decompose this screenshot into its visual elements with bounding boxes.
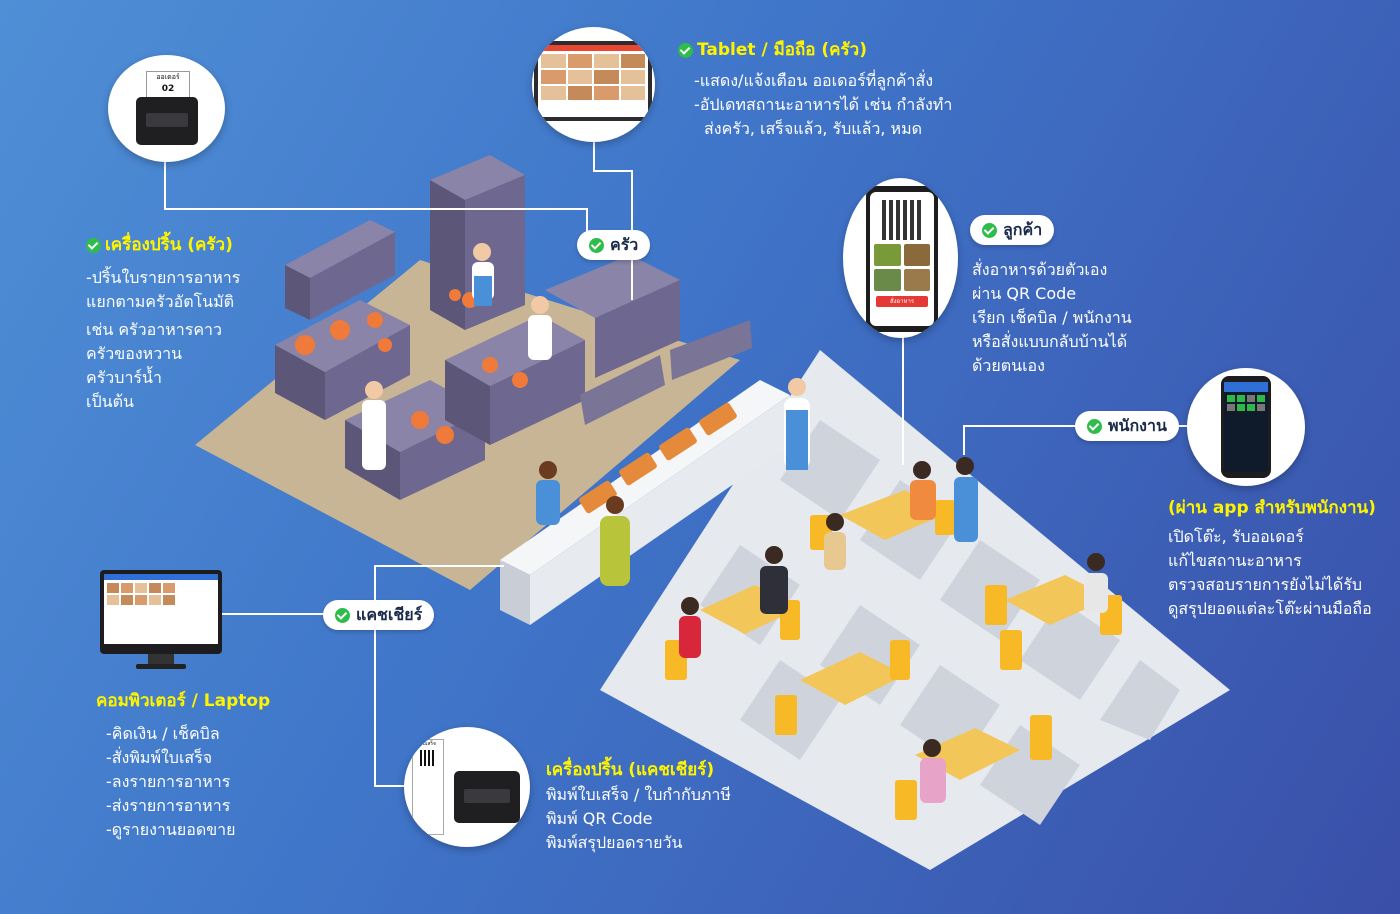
staff-phone-circle [1187,368,1305,486]
staff-app-text: (ผ่าน app สำหรับพนักงาน) เปิดโต๊ะ, รับออ… [1168,495,1376,621]
computer-monitor-icon [100,570,222,670]
kitchen-printer-icon [136,97,198,145]
qr-code-icon [882,200,922,240]
dining-floor [600,350,1230,870]
cashier-printer-title: เครื่องปริ้น (แคชเชียร์) [546,760,715,780]
staff-app-line: ตรวจสอบรายการยังไม่ได้รับ [1168,575,1363,594]
people-figures [536,378,1108,803]
dining-chairs [665,500,1122,820]
kitchen-badge: ครัว [577,230,651,260]
kitchen-badge-label: ครัว [610,234,639,254]
tablet-line: -อัปเดทสถานะอาหารได้ เช่น กำลังทำ [694,95,953,114]
receipt-icon: ใบเสร็จ [412,739,444,835]
kitchen-printer-line: ครัวของหวาน [86,344,183,363]
customer-text: สั่งอาหารด้วยตัวเอง ผ่าน QR Code เรียก เ… [972,258,1132,378]
check-icon [982,222,997,238]
computer-line: -สั่งพิมพ์ใบเสร็จ [106,748,213,767]
phone-order-button: สั่งอาหาร [876,296,928,307]
cashier-printer-line: พิมพ์ใบเสร็จ / ใบกำกับภาษี [546,785,731,804]
kitchen-ticket-label: ออเดอร์ [156,73,180,81]
connector-kitchen-printer [164,160,166,210]
service-counter-side [500,560,530,625]
kitchen-ticket: ออเดอร์ 02 [146,71,190,101]
staff-phone-icon [1221,376,1271,478]
tablet-line: ส่งครัว, เสร็จแล้ว, รับแล้ว, หมด [704,119,923,138]
computer-text: คอมพิวเตอร์ / Laptop -คิดเงิน / เช็คบิล … [96,688,270,842]
check-icon [589,237,604,253]
kitchen-ticket-number: 02 [161,84,175,94]
cashier-printer-line: พิมพ์สรุปยอดรายวัน [546,833,683,852]
tablet-text: Tablet / มือถือ (ครัว) -แสดง/แจ้งเตือน อ… [678,37,952,141]
tablet-line: -แสดง/แจ้งเตือน ออเดอร์ที่ลูกค้าสั่ง [694,71,934,90]
cashier-printer-text: เครื่องปริ้น (แคชเชียร์) พิมพ์ใบเสร็จ / … [546,757,731,855]
receipt-label: ใบเสร็จ [420,741,436,747]
check-icon [678,42,693,58]
staff-app-line: เปิดโต๊ะ, รับออเดอร์ [1168,527,1304,546]
staff-app-title: (ผ่าน app สำหรับพนักงาน) [1168,498,1376,518]
kitchen-printer-line: ครัวบาร์น้ำ [86,368,162,387]
customer-line: ด้วยตนเอง [972,356,1045,375]
computer-line: -ดูรายงานยอดขาย [106,820,236,839]
customer-badge-label: ลูกค้า [1003,219,1043,239]
staff-badge-label: พนักงาน [1108,415,1167,435]
check-icon [335,607,350,623]
customer-line: ผ่าน QR Code [972,284,1077,303]
connector-staff-h [963,425,1078,427]
service-counter-front [530,395,790,625]
cashier-badge-label: แคชเชียร์ [356,604,423,624]
customer-line: สั่งอาหารด้วยตัวเอง [972,260,1108,279]
connector-staff-v [963,425,965,455]
computer-title: คอมพิวเตอร์ / Laptop [96,691,271,711]
staff-app-line: ดูสรุปยอดแต่ละโต๊ะผ่านมือถือ [1168,599,1372,618]
kitchen-printer-line: เช่น ครัวอาหารคาว [86,320,223,339]
check-icon [86,237,101,253]
kitchen-printer-line: เป็นต้น [86,392,134,411]
customer-line: หรือสั่งแบบกลับบ้านได้ [972,332,1128,351]
chef-figures [362,243,552,470]
tablet-circle [532,27,655,142]
customer-phone-circle: สั่งอาหาร [843,178,958,338]
computer-line: -คิดเงิน / เช็คบิล [106,724,220,743]
cashier-printer-icon [454,771,520,823]
connector-kitchen-printer-h [164,208,588,210]
kitchen-printer-text: เครื่องปริ้น (ครัว) -ปริ้นใบรายการอาหาร … [86,232,240,414]
staff-badge: พนักงาน [1075,411,1179,441]
connector-customer [902,335,904,465]
check-icon [1087,418,1102,434]
kitchen-printer-title: เครื่องปริ้น (ครัว) [105,235,233,255]
customer-line: เรียก เช็คบิล / พนักงาน [972,308,1132,327]
qr-phone-icon: สั่งอาหาร [866,186,938,332]
connector-computer [222,613,324,615]
computer-line: -ลงรายการอาหาร [106,772,231,791]
customer-badge: ลูกค้า [970,215,1055,245]
tablet-title: Tablet / มือถือ (ครัว) [697,40,867,60]
cashier-printer-circle: ใบเสร็จ [404,727,530,847]
staff-app-line: แก้ไขสถานะอาหาร [1168,551,1302,570]
connector-cashier-v [374,565,376,787]
connector-tablet-h [593,170,633,172]
counter-food-trays [579,402,737,514]
kitchen-printer-circle: ออเดอร์ 02 [108,55,225,162]
kitchen-printer-line: -ปริ้นใบรายการอาหาร [86,268,241,287]
connector-tablet-v [593,140,595,170]
tablet-icon [534,41,652,121]
kitchen-printer-line: แยกตามครัวอัตโนมัติ [86,292,235,311]
connector-cashier-h [374,565,504,567]
computer-line: -ส่งรายการอาหาร [106,796,231,815]
cashier-printer-line: พิมพ์ QR Code [546,809,653,828]
connector-cashier-printer [374,785,412,787]
connector-kitchen-printer-v [586,208,588,235]
cashier-badge: แคชเชียร์ [323,600,435,630]
